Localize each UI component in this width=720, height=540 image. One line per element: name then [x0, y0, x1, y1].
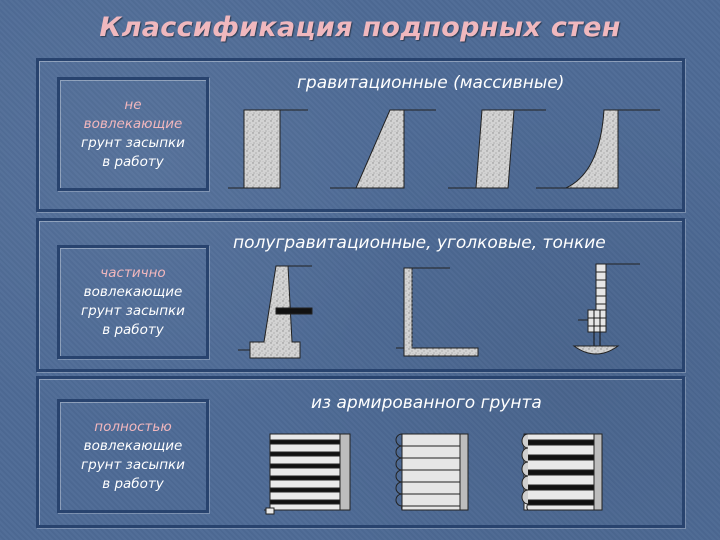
wall-curved	[536, 109, 660, 189]
wall-reinforced-2	[395, 433, 469, 511]
wall-inclined	[448, 109, 546, 189]
slide-title: Классификация подпорных стен	[99, 12, 621, 43]
section-heading-reinforced: из армированного грунта	[311, 393, 542, 413]
wall-semigravity	[238, 265, 313, 359]
wall-thin-sheet	[572, 263, 640, 355]
label-semigravity: частично вовлекающие грунт засыпки в раб…	[81, 265, 185, 338]
label-box-semigravity: частично вовлекающие грунт засыпки в раб…	[57, 245, 209, 359]
label-reinforced: полностью вовлекающие грунт засыпки в ра…	[81, 419, 185, 492]
wall-reinforced-3	[521, 433, 603, 511]
section-heading-gravity: гравитационные (массивные)	[297, 73, 565, 93]
section-reinforced: полностью вовлекающие грунт засыпки в ра…	[36, 376, 685, 528]
wall-cantilever	[396, 267, 479, 357]
section-heading-semigravity: полугравитационные, уголковые, тонкие	[233, 233, 606, 253]
label-gravity: не вовлекающие грунт засыпки в работу	[81, 97, 185, 170]
wall-rectangular	[228, 109, 308, 189]
section-semigravity: частично вовлекающие грунт засыпки в раб…	[36, 218, 685, 372]
wall-reinforced-1	[264, 433, 351, 515]
label-box-reinforced: полностью вовлекающие грунт засыпки в ра…	[57, 399, 209, 513]
wall-trapezoid	[330, 109, 436, 189]
label-box-gravity: не вовлекающие грунт засыпки в работу	[57, 77, 209, 191]
section-gravity: не вовлекающие грунт засыпки в работу гр…	[36, 58, 685, 212]
